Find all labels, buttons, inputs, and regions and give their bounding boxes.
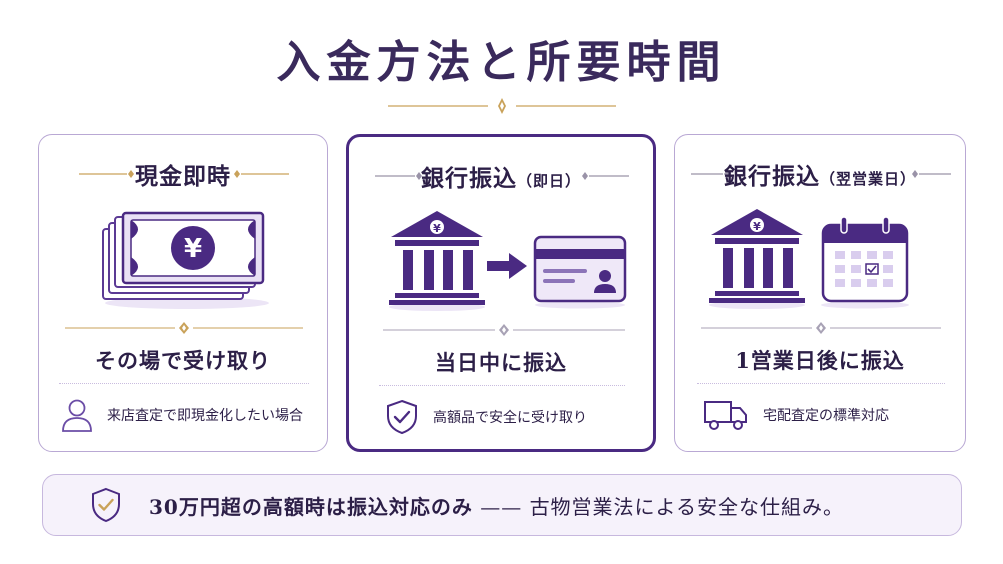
bank-yen-symbol: ¥: [433, 222, 441, 235]
card-note-text: 宅配査定の標準対応: [763, 408, 889, 424]
shield-check-icon: [92, 487, 120, 523]
card-main-text: 1営業日後に振込: [735, 348, 905, 373]
title-deco-right-icon: [582, 172, 629, 180]
info-banner: 30万円超の高額時は振込対応のみ —— 古物営業法による安全な仕組み。: [42, 474, 962, 536]
bank-yen-symbol: ¥: [753, 220, 761, 233]
card-bank-next-business-day: 銀行振込（翌営業日） ¥ 1営業日後に: [674, 134, 966, 452]
title-deco-right-icon: [234, 170, 289, 178]
title-deco-right-icon: [912, 170, 951, 178]
card-title: 銀行振込（即日）: [420, 165, 581, 192]
card-note: 来店査定で即現金化したい場合: [61, 397, 303, 433]
dotted-divider: [697, 383, 945, 384]
banknote-yen-symbol: ¥: [184, 234, 202, 264]
card-cash-immediate: 現金即時 ¥ その場で受け取り 来店査定で即現金化したい場合: [38, 134, 328, 452]
card-note-text: 来店査定で即現金化したい場合: [107, 408, 303, 424]
card-note-text: 高額品で安全に受け取り: [433, 410, 587, 426]
shield-check-icon: [387, 399, 417, 435]
arrow-right-icon: [487, 253, 527, 279]
banner-text: 30万円超の高額時は振込対応のみ —— 古物営業法による安全な仕組み。: [149, 494, 844, 519]
bank-card-icon: [533, 235, 627, 309]
card-title: 銀行振込（翌営業日）: [723, 163, 916, 190]
bank-icon: ¥: [389, 211, 485, 311]
card-bank-same-day: 銀行振込（即日） ¥ 当日中に振込: [346, 134, 656, 452]
page-title: 入金方法と所要時間: [276, 37, 727, 88]
card-note: 宅配査定の標準対応: [703, 397, 889, 433]
dotted-divider: [379, 385, 625, 386]
user-icon: [62, 399, 92, 432]
card-note: 高額品で安全に受け取り: [385, 399, 587, 435]
card-title: 現金即時: [135, 163, 231, 190]
delivery-truck-icon: [704, 401, 747, 430]
divider-icon: [383, 324, 625, 336]
bank-icon: ¥: [709, 209, 805, 309]
card-main-text: その場で受け取り: [95, 348, 271, 373]
calendar-icon: [821, 216, 909, 309]
card-main-text: 当日中に振込: [435, 350, 567, 375]
title-deco-left-icon: [375, 172, 422, 180]
title-ornament-icon: [388, 98, 616, 114]
title-deco-left-icon: [79, 170, 134, 178]
divider-icon: [701, 322, 941, 334]
title-deco-left-icon: [691, 170, 730, 178]
dotted-divider: [59, 383, 309, 384]
yen-banknote-icon: ¥: [102, 211, 269, 309]
divider-icon: [65, 322, 303, 334]
